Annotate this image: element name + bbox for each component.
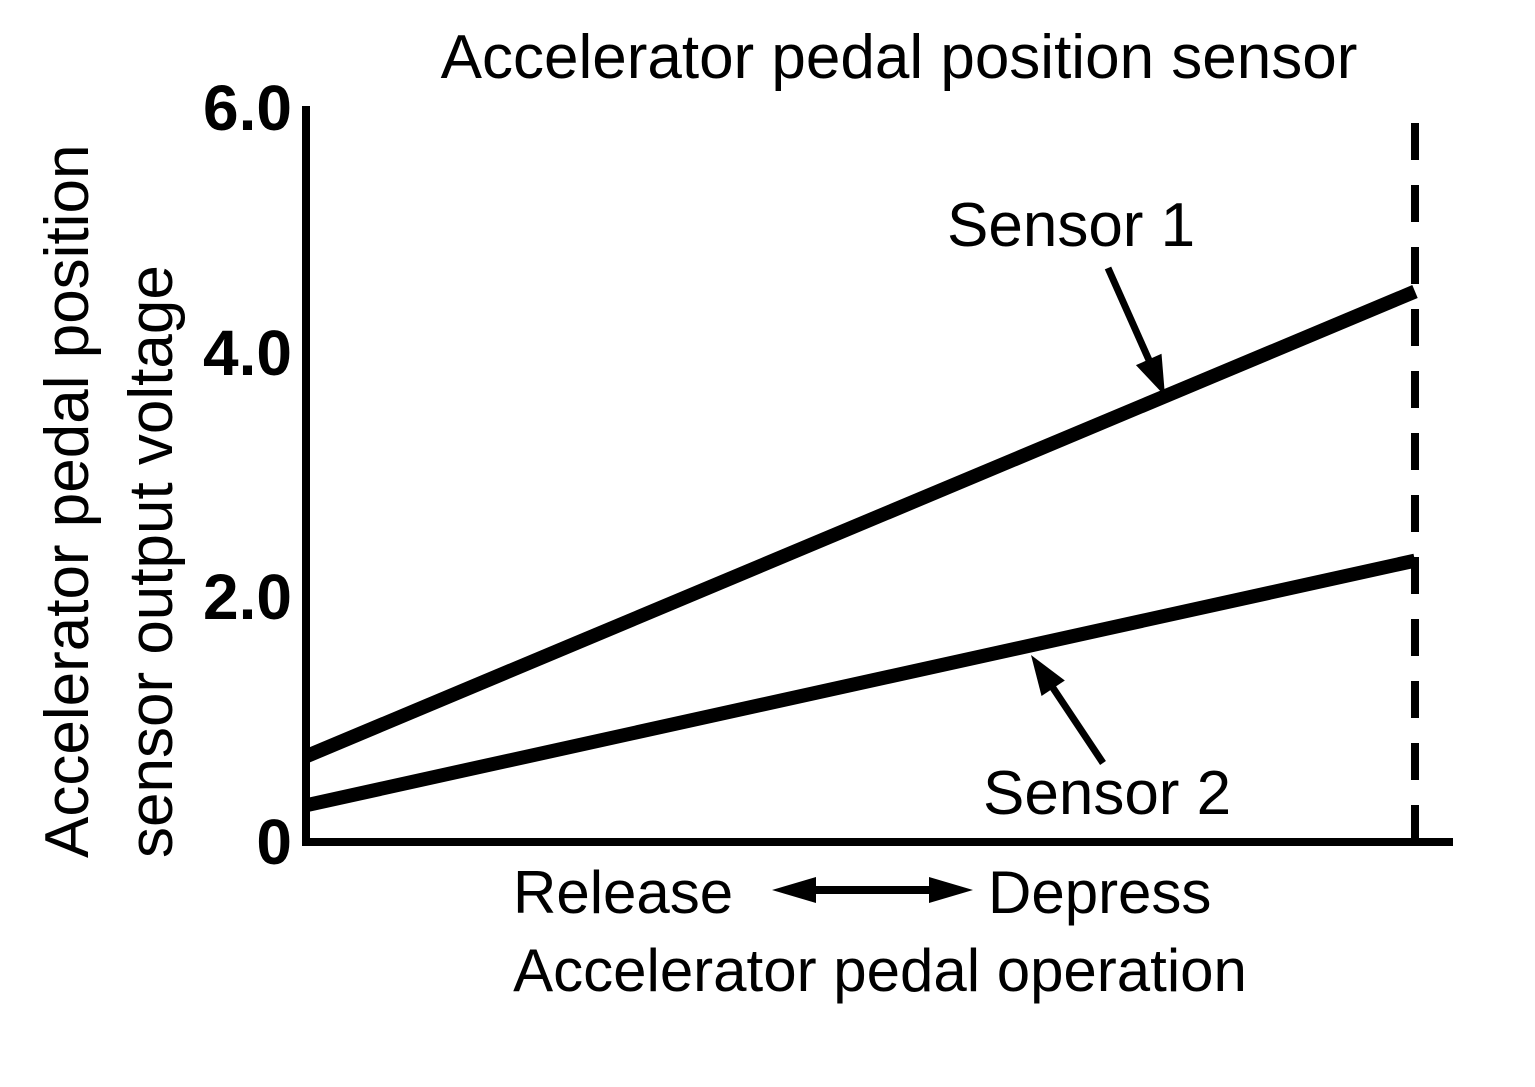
chart-title: Accelerator pedal position sensor xyxy=(440,23,1358,92)
series-line-sensor-1 xyxy=(303,285,1418,763)
sensor-2-arrow-shaft xyxy=(1049,684,1106,765)
y-tick-label-4.0: 4.0 xyxy=(203,316,292,389)
y-tick-label-0: 0 xyxy=(256,806,292,878)
x-axis-release-label: Release xyxy=(513,859,734,926)
sensor-1-arrow-shaft xyxy=(1104,266,1153,363)
sensor-1-arrow-head xyxy=(1135,353,1165,396)
release-depress-arrow-left-head xyxy=(772,877,816,903)
y-axis-title: Accelerator pedal position sensor output… xyxy=(26,145,194,858)
sensor-2-arrow-head xyxy=(1031,655,1065,697)
y-axis-title-line2: sensor output voltage xyxy=(117,265,186,858)
y-axis-title-line1: Accelerator pedal position xyxy=(33,144,102,858)
release-depress-arrow-right-head xyxy=(929,877,973,903)
series-line-sensor-2 xyxy=(304,553,1417,813)
y-tick-label-6.0: 6.0 xyxy=(203,72,292,144)
x-axis-depress-label: Depress xyxy=(988,859,1212,926)
sensor-2-annotation-label: Sensor 2 xyxy=(983,759,1232,828)
x-axis-title: Accelerator pedal operation xyxy=(513,937,1247,1004)
y-tick-label-2.0: 2.0 xyxy=(203,561,292,634)
sensor-1-annotation-label: Sensor 1 xyxy=(947,191,1196,260)
